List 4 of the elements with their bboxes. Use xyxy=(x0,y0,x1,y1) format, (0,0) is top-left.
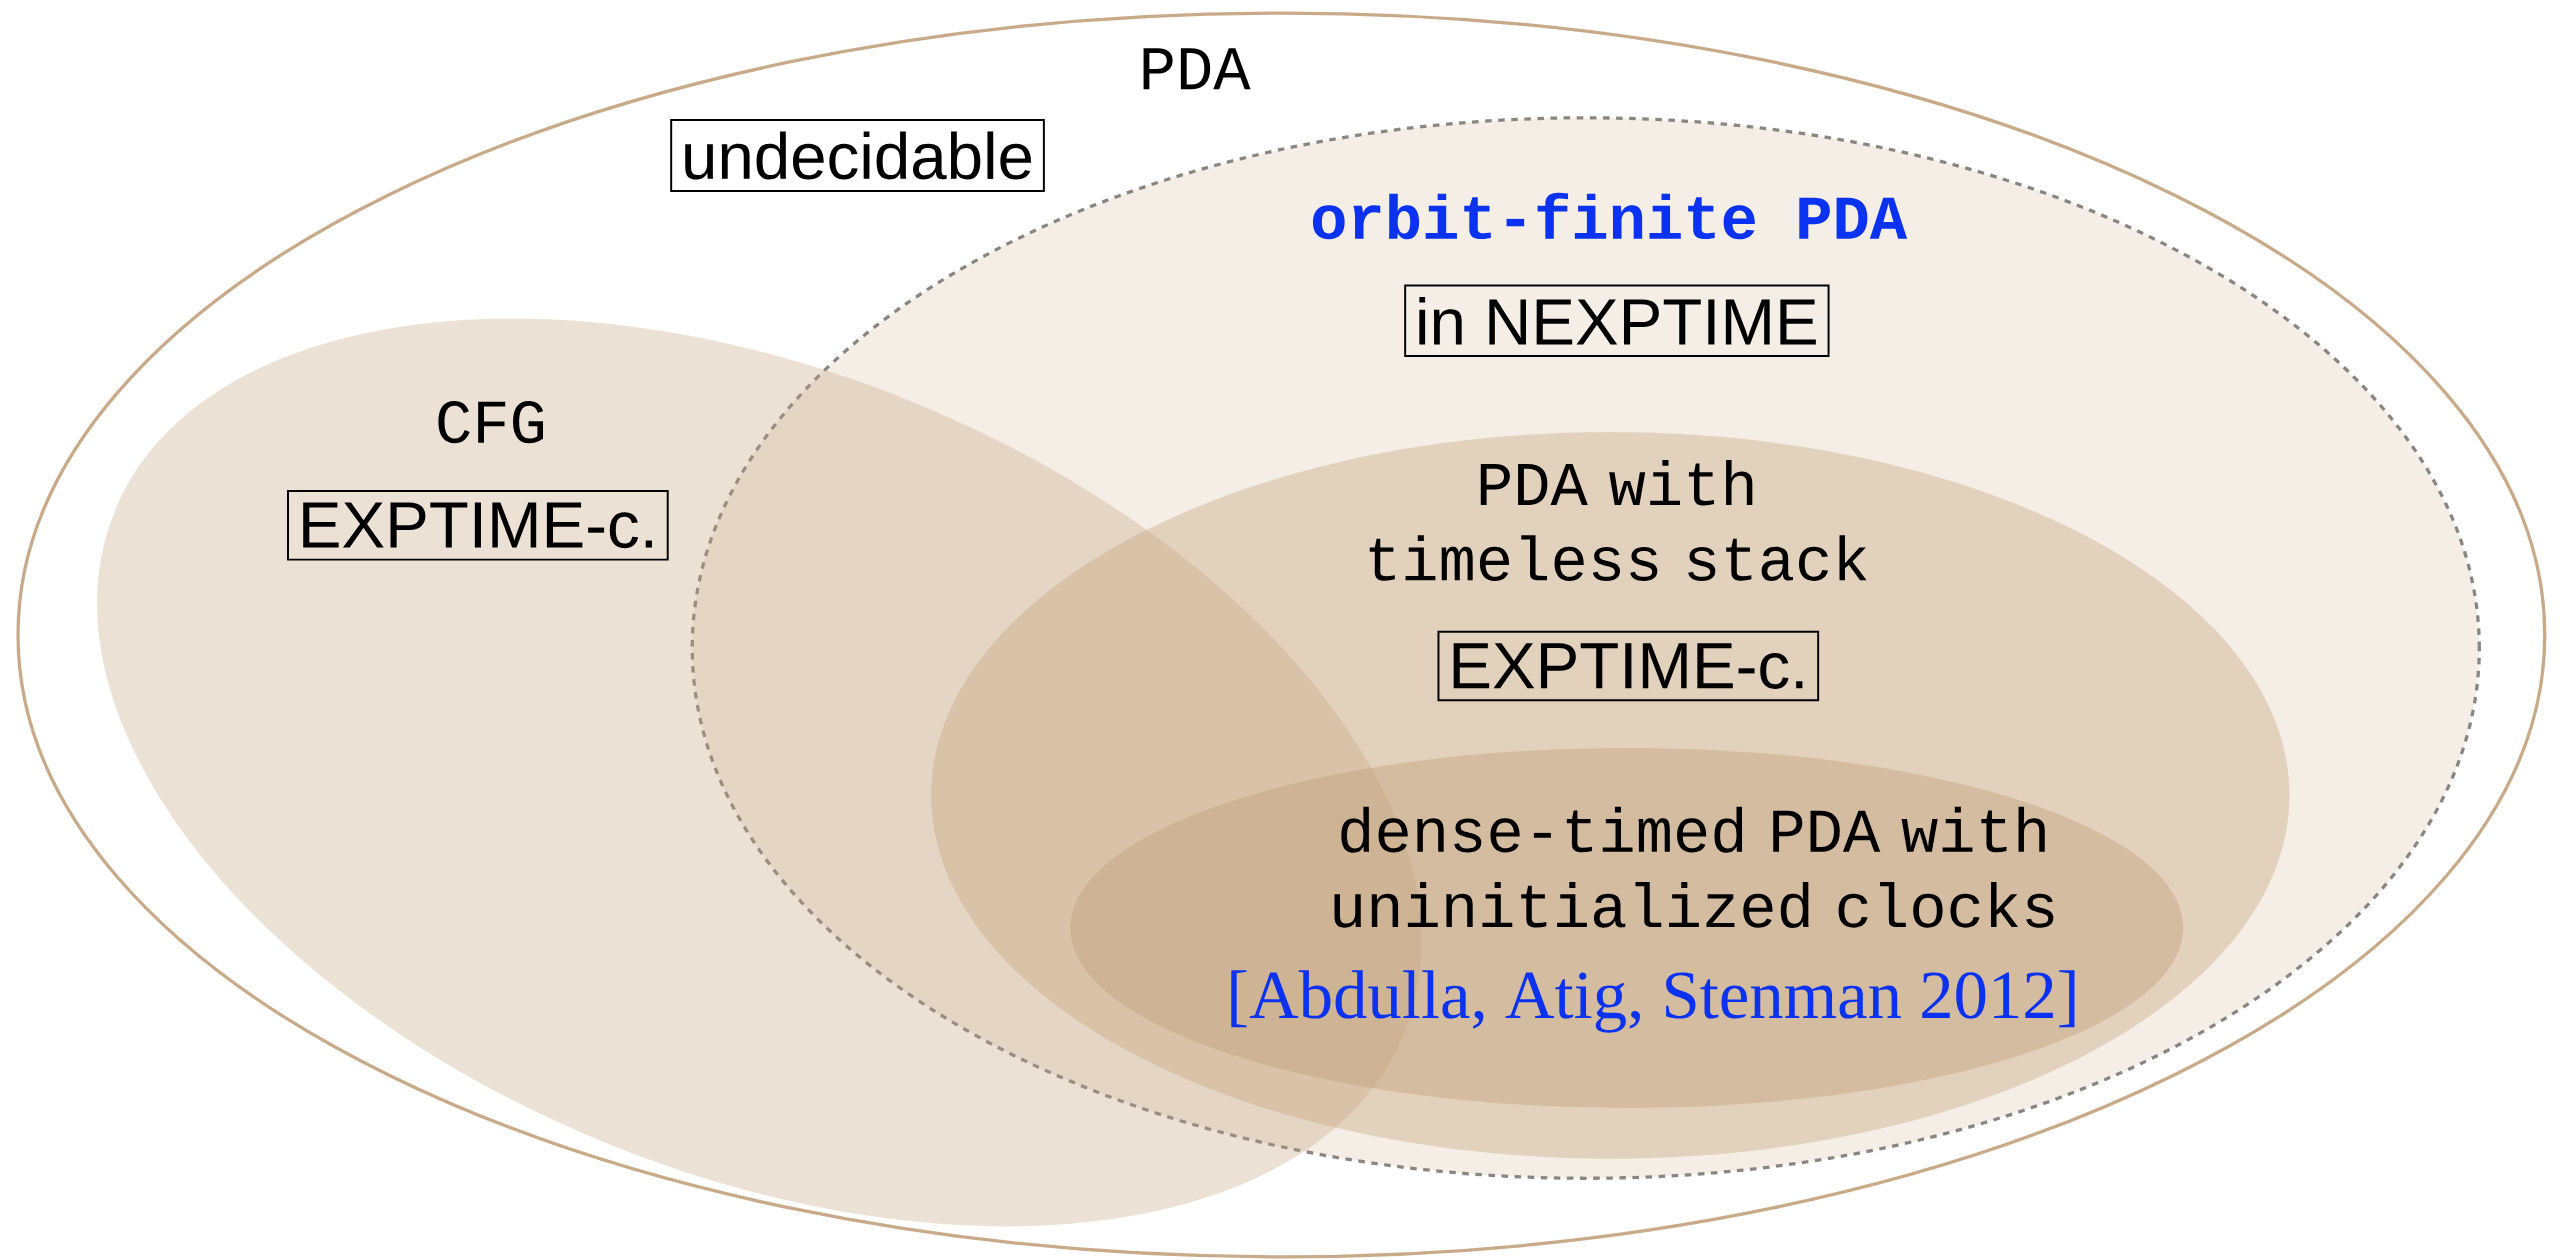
complexity-box: undecidable xyxy=(670,118,1045,192)
complexity-box: in NEXPTIME xyxy=(1404,284,1830,357)
complexity-box: EXPTIME-c. xyxy=(1437,630,1820,702)
complexity-box: EXPTIME-c. xyxy=(287,490,669,561)
